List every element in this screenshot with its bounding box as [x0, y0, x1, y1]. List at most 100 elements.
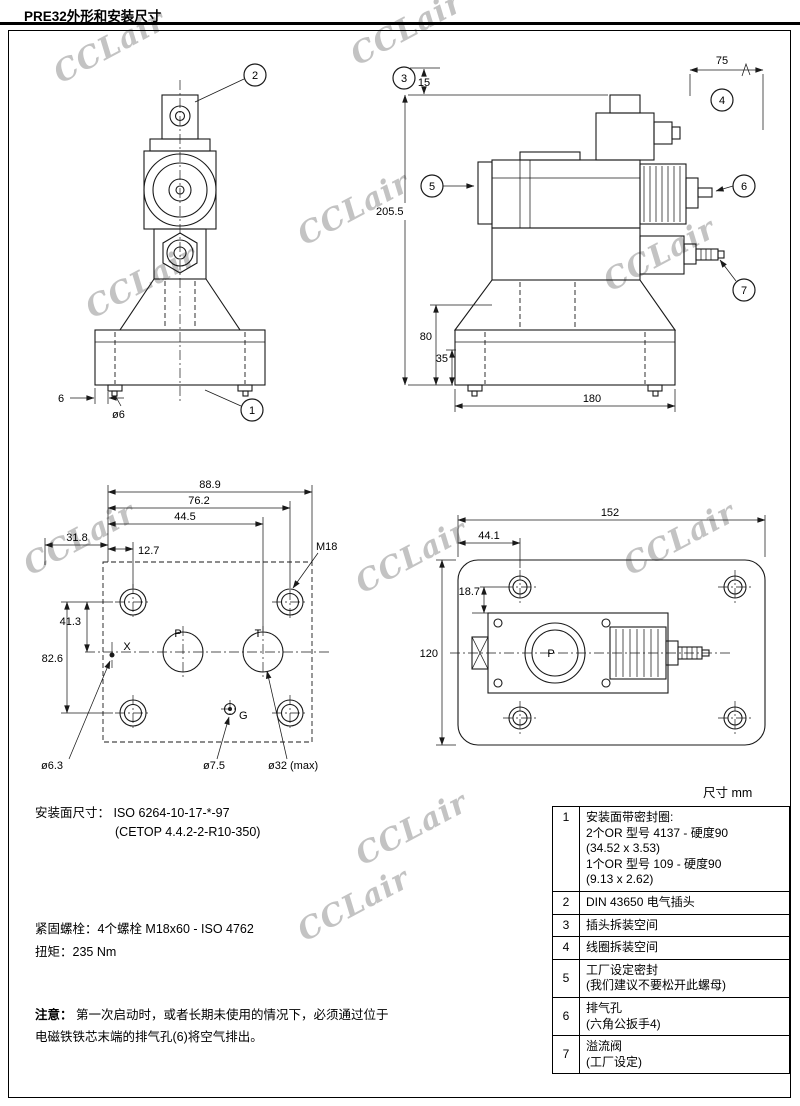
callout-1: 1 — [204, 389, 264, 422]
front-view-body — [94, 80, 266, 402]
legend-row-6: 6 排气孔 (六角公扳手4) — [552, 996, 790, 1037]
callout-6-number: 6 — [741, 181, 747, 193]
warning-line1: 注意： 第一次启动时，或者长期未使用的情况下，必须通过位于 — [35, 1004, 515, 1026]
dim-35: 35 — [436, 353, 448, 365]
port-x-label: X — [123, 641, 131, 653]
callout-4: 4 — [710, 88, 734, 112]
legend-line: (9.13 x 2.62) — [586, 872, 654, 887]
front-view-dimensions: 6 ø6 — [58, 388, 125, 421]
legend-row-6-number: 6 — [552, 996, 580, 1037]
legend-row-4: 4 线圈拆装空间 — [552, 936, 790, 960]
side-view-drawing: 15 75 205.5 80 35 180 — [376, 55, 764, 412]
legend-line: DIN 43650 电气插头 — [586, 894, 695, 909]
callout-5: 5 — [420, 174, 475, 198]
legend-line: 工厂设定密封 — [586, 962, 659, 977]
dim-44-1: 44.1 — [478, 530, 499, 542]
dim-120: 120 — [420, 648, 438, 660]
port-p-top-label: P — [547, 648, 554, 660]
warning-label: 注意： — [35, 1008, 73, 1022]
content-frame — [8, 30, 791, 1098]
dim-88-9: 88.9 — [199, 479, 220, 491]
dim-75: 75 — [716, 55, 728, 67]
bolt-line: 紧固螺栓：4个螺栓 M18x60 - ISO 4762 — [35, 922, 254, 936]
page-title: PRE32外形和安装尺寸 — [24, 9, 162, 24]
legend-row-4-number: 4 — [552, 936, 580, 960]
warning-text1: 第一次启动时，或者长期未使用的情况下，必须通过位于 — [76, 1008, 389, 1022]
dim-180: 180 — [583, 393, 601, 405]
legend-line: 排气孔 — [586, 1000, 623, 1015]
mounting-face-dimensions: 88.9 76.2 44.5 31.8 12.7 M18 41.3 82.6 ø… — [41, 479, 337, 772]
legend-line: 1个OR 型号 109 - 硬度90 — [586, 856, 722, 871]
port-g-label: G — [239, 710, 248, 722]
top-view-dimensions: 152 44.1 18.7 120 — [420, 507, 766, 746]
mounting-surface-line1: 安装面尺寸： ISO 6264-10-17-*-97 — [35, 804, 260, 823]
mounting-surface-iso: ISO 6264-10-17-*-97 — [113, 806, 230, 820]
dim-18-7: 18.7 — [459, 586, 480, 598]
dim-diameter-6-3: ø6.3 — [41, 760, 63, 772]
legend-row-3-number: 3 — [552, 913, 580, 938]
legend-row-5: 5 工厂设定密封 (我们建议不要松开此螺母) — [552, 958, 790, 998]
mounting-face-drawing: P T X G 88.9 76.2 44.5 31.8 12.7 M18 — [41, 479, 337, 772]
front-view-drawing: 6 ø6 2 1 — [58, 63, 267, 422]
mounting-surface-note: 安装面尺寸： ISO 6264-10-17-*-97 (CETOP 4.4.2-… — [35, 804, 260, 842]
mounting-surface-cetop: (CETOP 4.4.2-2-R10-350) — [115, 825, 261, 839]
legend-line: 线圈拆装空间 — [586, 940, 659, 955]
dim-76-2: 76.2 — [188, 495, 209, 507]
dim-82-6: 82.6 — [42, 653, 63, 665]
callout-6: 6 — [715, 174, 756, 198]
thread-m18-label: M18 — [316, 541, 337, 553]
torque-line: 扭矩：235 Nm — [35, 945, 117, 959]
dim-15: 15 — [418, 77, 430, 89]
legend-row-5-number: 5 — [552, 958, 580, 998]
top-view-drawing: P 152 44.1 18.7 120 — [420, 507, 766, 746]
warning-line2: 电磁铁铁芯末端的排气孔(6)将空气排出。 — [35, 1030, 263, 1044]
units-label: 尺寸 mm — [703, 786, 753, 800]
legend-line: (六角公扳手4) — [586, 1016, 661, 1031]
dim-205-5: 205.5 — [376, 206, 404, 218]
dim-44-5: 44.5 — [174, 511, 195, 523]
legend-line: 安装面带密封圈: — [586, 810, 674, 824]
legend-table: 1 安装面带密封圈: 2个OR 型号 4137 - 硬度90 (34.52 x … — [552, 806, 790, 1075]
dim-diameter-6: ø6 — [112, 409, 125, 421]
legend-row-2-number: 2 — [552, 890, 580, 915]
dim-6: 6 — [58, 393, 64, 405]
callout-7: 7 — [719, 259, 756, 302]
side-view-body — [453, 94, 725, 397]
port-p-label: P — [174, 628, 181, 640]
warning-note: 注意： 第一次启动时，或者长期未使用的情况下，必须通过位于 电磁铁铁芯末端的排气… — [35, 1004, 515, 1048]
legend-line: 2个OR 型号 4137 - 硬度90 — [586, 825, 729, 840]
legend-row-7: 7 溢流阀 (工厂设定) — [552, 1035, 790, 1075]
callout-7-number: 7 — [741, 285, 747, 297]
mounting-face-body — [85, 561, 330, 743]
callout-4-number: 4 — [719, 95, 725, 107]
callout-3: 3 — [392, 66, 416, 90]
dim-31-8: 31.8 — [66, 532, 87, 544]
dim-80: 80 — [420, 331, 432, 343]
legend-line: (我们建议不要松开此螺母) — [586, 978, 726, 993]
mounting-surface-label: 安装面尺寸： — [35, 806, 111, 820]
mounting-face-port-labels: P T X G — [123, 628, 261, 722]
title-rule — [0, 22, 800, 25]
legend-row-1: 1 安装面带密封圈: 2个OR 型号 4137 - 硬度90 (34.52 x … — [552, 806, 790, 892]
callout-3-number: 3 — [401, 73, 407, 85]
legend-row-3: 3 插头拆装空间 — [552, 913, 790, 938]
legend-row-7-number: 7 — [552, 1035, 580, 1075]
legend-row-1-number: 1 — [552, 806, 580, 892]
top-view-body: P — [450, 559, 766, 746]
dim-152: 152 — [601, 507, 619, 519]
callout-2-number: 2 — [252, 70, 258, 82]
legend-row-2: 2 DIN 43650 电气插头 — [552, 890, 790, 915]
dim-12-7: 12.7 — [138, 545, 159, 557]
legend-line: 插头拆装空间 — [586, 917, 659, 932]
legend-line: 溢流阀 — [586, 1039, 623, 1054]
callout-2: 2 — [194, 63, 267, 103]
dim-diameter-32-max: ø32 (max) — [268, 760, 318, 772]
dim-diameter-7-5: ø7.5 — [203, 760, 225, 772]
callout-1-number: 1 — [249, 405, 255, 417]
port-t-label: T — [255, 628, 262, 640]
dim-41-3: 41.3 — [60, 616, 81, 628]
callout-5-number: 5 — [429, 181, 435, 193]
legend-line: (工厂设定) — [586, 1054, 642, 1069]
legend-line: (34.52 x 3.53) — [586, 841, 661, 856]
